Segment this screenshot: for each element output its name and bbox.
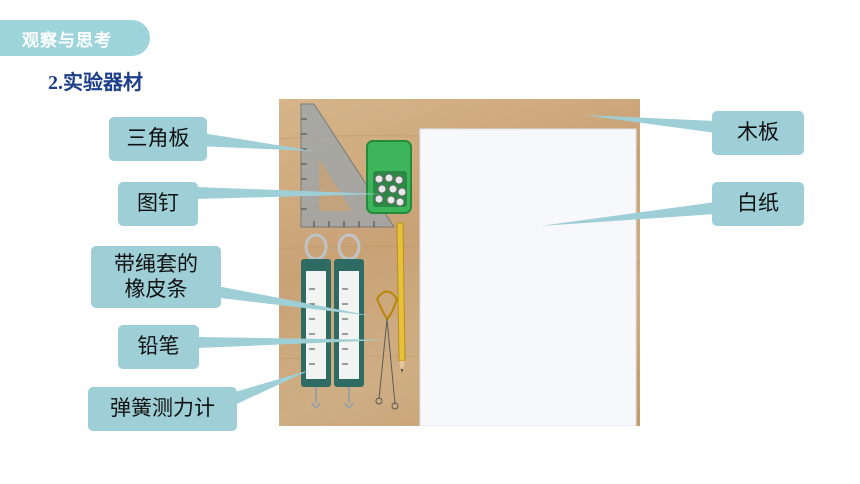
- leader-white-paper: [540, 202, 716, 226]
- page-title: 2.实验器材: [48, 72, 143, 94]
- label-triangle-ruler: 三角板: [109, 117, 207, 161]
- leader-spring-scale: [228, 370, 310, 408]
- label-rubber-band-line2: 橡皮条: [124, 277, 188, 301]
- pencil: [396, 222, 406, 373]
- leader-thumbtack: [196, 187, 383, 199]
- equipment-illustration: [279, 103, 640, 426]
- section-tag: 观察与思考: [0, 20, 150, 56]
- white-paper: [419, 128, 637, 426]
- leader-pencil: [198, 337, 386, 348]
- label-wood-board: 木板: [712, 111, 804, 155]
- label-rubber-band: 带绳套的 橡皮条: [91, 246, 221, 308]
- equipment-photo: [279, 99, 640, 426]
- spring-scales: [301, 233, 364, 408]
- label-white-paper: 白纸: [712, 182, 804, 226]
- leader-triangle-ruler: [196, 132, 314, 151]
- label-spring-scale: 弹簧测力计: [88, 387, 237, 431]
- leader-wood-board: [584, 115, 716, 133]
- thumbtack-box: [366, 140, 412, 214]
- rubber-band: [375, 290, 399, 410]
- label-thumbtack: 图钉: [118, 182, 198, 226]
- label-pencil: 铅笔: [118, 325, 199, 369]
- label-rubber-band-line1: 带绳套的: [114, 251, 198, 276]
- leader-rubber-band: [212, 285, 372, 316]
